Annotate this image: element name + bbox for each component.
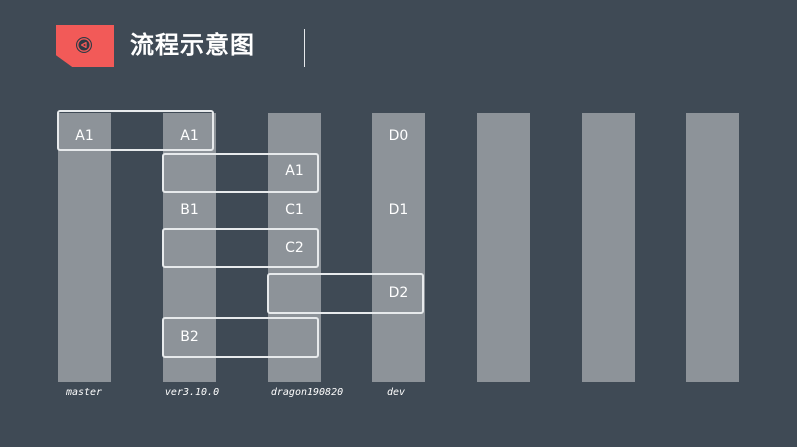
commit-cell: A1 [285, 163, 304, 179]
branch-column-empty-3 [686, 113, 739, 382]
branch-column-ver [163, 113, 216, 382]
triangle-left-circle-icon [76, 37, 92, 53]
commit-cell: D2 [388, 285, 409, 301]
branch-column-empty-1 [477, 113, 530, 382]
flow-box-master-to-ver [57, 110, 214, 151]
flow-box-dragon-to-dev [267, 273, 424, 314]
branch-label-dragon: dragon190820 [270, 387, 344, 398]
commit-cell: D0 [388, 128, 409, 144]
commit-cell: B1 [180, 202, 199, 218]
branch-label-dev: dev [386, 387, 406, 398]
flow-box-b2 [162, 317, 319, 358]
commit-cell: A1 [180, 128, 199, 144]
branch-column-dev [372, 113, 425, 382]
commit-cell: D1 [388, 202, 409, 218]
branch-column-dragon [268, 113, 321, 382]
flow-box-c2 [162, 228, 319, 268]
title-divider [304, 29, 305, 67]
branch-column-master [58, 113, 111, 382]
page-title: 流程示意图 [130, 31, 255, 59]
branch-label-master: master [65, 387, 103, 398]
branch-column-empty-2 [582, 113, 635, 382]
branch-label-ver: ver3.10.0 [164, 387, 220, 398]
commit-cell: C1 [285, 202, 304, 218]
commit-cell: C2 [285, 240, 304, 256]
commit-cell: A1 [75, 128, 94, 144]
commit-cell: B2 [180, 329, 199, 345]
flow-box-ver-to-dragon [162, 153, 319, 193]
header-badge [56, 25, 114, 67]
